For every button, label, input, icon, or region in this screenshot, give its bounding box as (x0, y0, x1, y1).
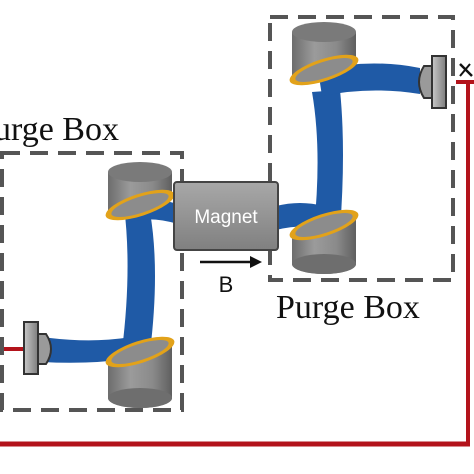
purge-box-left-label: urge Box (0, 111, 119, 148)
mirror-left-top-icon (105, 162, 175, 221)
connector-icon (459, 63, 473, 77)
detector-left-icon (23, 321, 52, 375)
detector-right-icon (418, 55, 447, 109)
magnet-label: Magnet (194, 207, 258, 228)
purge-box-left (0, 151, 184, 412)
purge-box-right (268, 15, 455, 282)
beam-left-vertical (122, 206, 155, 352)
beam-right-vertical (312, 90, 343, 230)
field-label: B (219, 272, 234, 297)
mirror-left-bottom-icon (105, 336, 175, 408)
mirror-right-bottom-icon (289, 209, 359, 274)
purge-box-right-label: Purge Box (276, 289, 420, 326)
arrow-right-icon (200, 256, 262, 268)
mirror-right-top-icon (289, 22, 359, 86)
magnet: Magnet (173, 181, 279, 251)
